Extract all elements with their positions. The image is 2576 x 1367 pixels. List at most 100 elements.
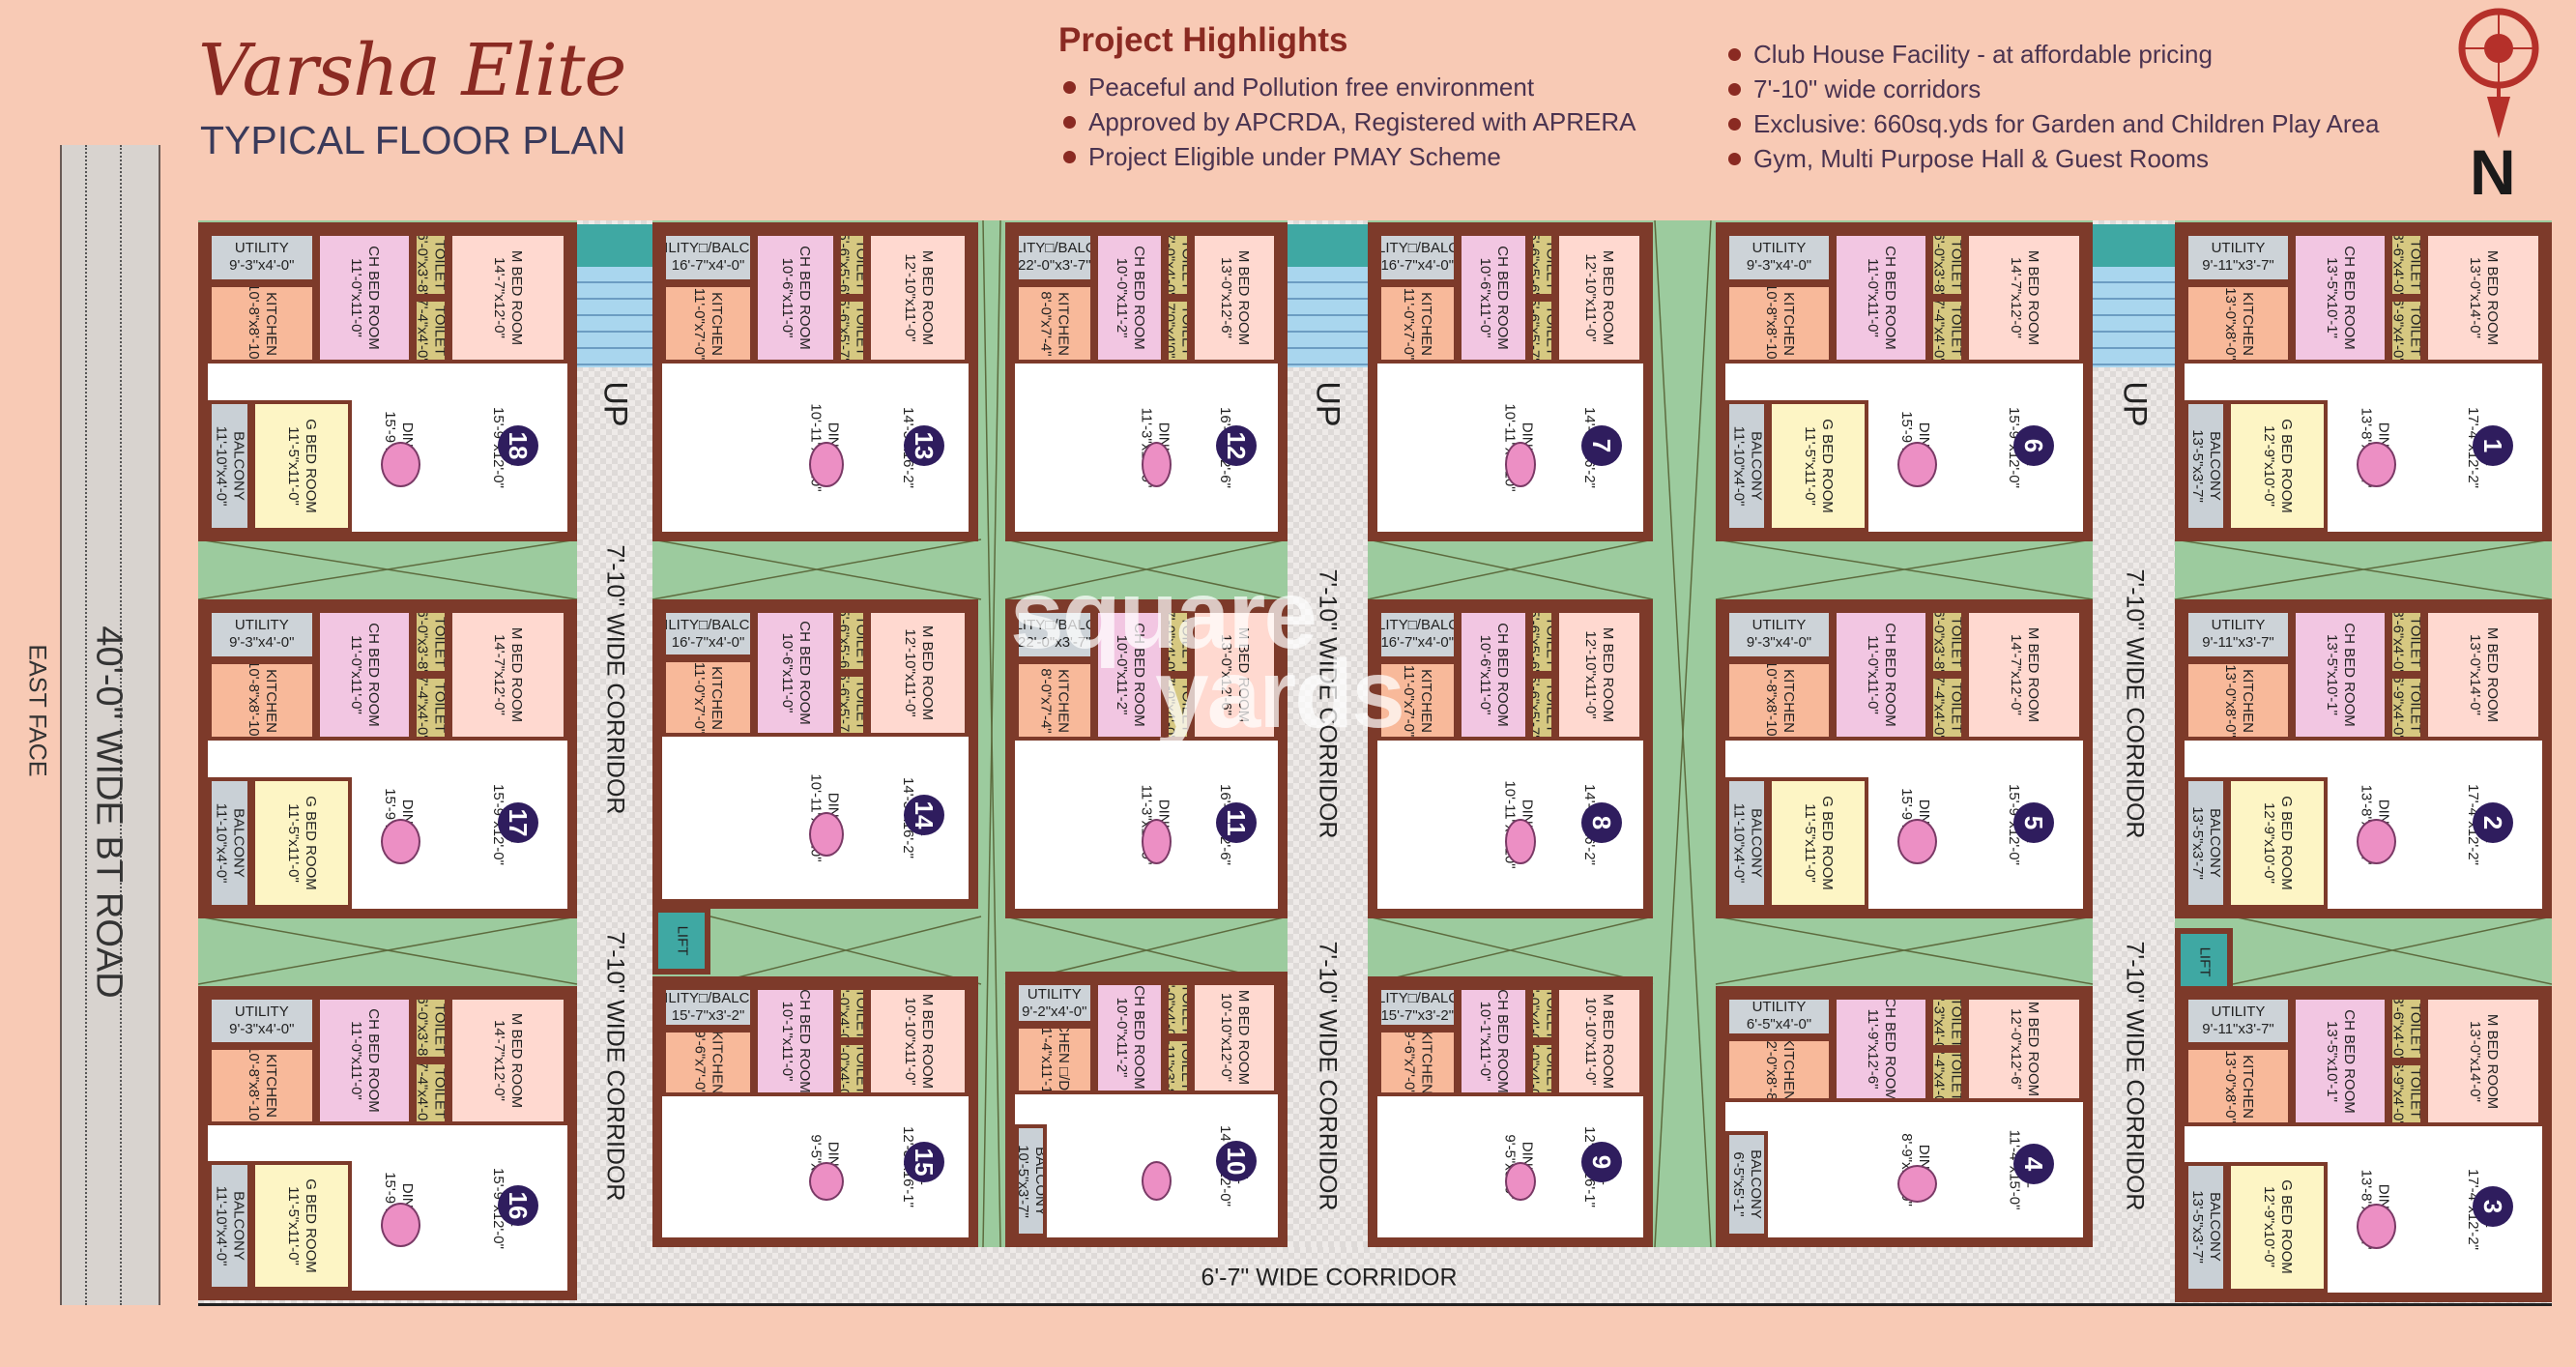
dining-table-icon (1896, 819, 1937, 865)
dining-table-icon (2356, 819, 2396, 865)
bottom-corridor (198, 1247, 2552, 1306)
dining-table-icon (1505, 442, 1536, 488)
garden-cross-lines (198, 220, 2552, 1247)
apartment-unit-15[interactable]: UTILITY□/BALCON15'-7"x3'-2" KITCHEN9'-6"… (652, 976, 978, 1247)
highlight-item: Gym, Multi Purpose Hall & Guest Rooms (1728, 141, 2379, 176)
room-utility: UTILITY□/BALCON15'-7"x3'-2" (1377, 986, 1458, 1030)
highlights-heading: Project Highlights (1058, 21, 1348, 59)
unit-number-badge: 10 (1216, 1140, 1258, 1181)
staircase-3 (2093, 224, 2175, 367)
room-utility: UTILITY□/BALCON15'-7"x3'-2" (662, 986, 755, 1030)
apartment-unit-12[interactable]: UTILITY□/BALCON22'-0"x3'-7" KITCHEN8'-0"… (1005, 222, 1288, 541)
dining-table-icon (809, 812, 844, 857)
watermark: square yards (1010, 561, 1405, 748)
apartment-unit-11[interactable]: UTILITY□/BALCON22'-0"x3'-7" KITCHEN8'-0"… (1005, 599, 1288, 918)
apartment-unit-13[interactable]: UTILITY□/BALCON16'-7"x4'-0" KITCHEN11'-0… (652, 222, 978, 541)
plan-subtitle: TYPICAL FLOOR PLAN (200, 118, 626, 162)
unit-number-badge: 13 (903, 424, 944, 466)
apartment-unit-8[interactable]: UTILITY□/BALCON16'-7"x4'-0" KITCHEN11'-0… (1368, 599, 1653, 918)
dining-table-icon (1141, 1160, 1172, 1201)
corridor-2 (1288, 220, 1368, 1303)
dining-table-icon (1896, 1165, 1937, 1203)
bottom-corridor-label: 6'-7" WIDE CORRIDOR (1201, 1264, 1458, 1292)
dining-table-icon (1896, 442, 1937, 488)
highlight-item: Approved by APCRDA, Registered with APRE… (1063, 104, 1635, 139)
room-utility: UTILITY□/BALCON16'-7"x4'-0" (662, 609, 755, 658)
room-utility: UTILITY□/BALCON22'-0"x3'-7" (1015, 609, 1094, 660)
highlight-item: Club House Facility - at affordable pric… (1728, 37, 2379, 72)
unit-number-badge: 7 (1581, 424, 1622, 466)
dining-table-icon (380, 442, 420, 488)
highlight-item: 7'-10" wide corridors (1728, 72, 2379, 106)
corridor-3 (2093, 220, 2175, 1303)
apartment-unit-7[interactable]: UTILITY□/BALCON16'-7"x4'-0" KITCHEN11'-0… (1368, 222, 1653, 541)
unit-number-badge: 14 (903, 795, 944, 835)
lift-2: LIFT (2175, 928, 2233, 996)
dining-table-icon (1141, 442, 1172, 488)
dining-table-icon (380, 819, 420, 865)
dining-table-icon (2356, 442, 2396, 488)
room-utility: UTILITY□/BALCON16'-7"x4'-0" (1377, 232, 1458, 283)
staircase-1 (577, 224, 652, 367)
apartment-unit-14[interactable]: UTILITY□/BALCON16'-7"x4'-0" KITCHEN11'-0… (652, 599, 978, 909)
apartment-unit-9[interactable]: UTILITY□/BALCON15'-7"x3'-2" KITCHEN9'-6"… (1368, 976, 1653, 1247)
